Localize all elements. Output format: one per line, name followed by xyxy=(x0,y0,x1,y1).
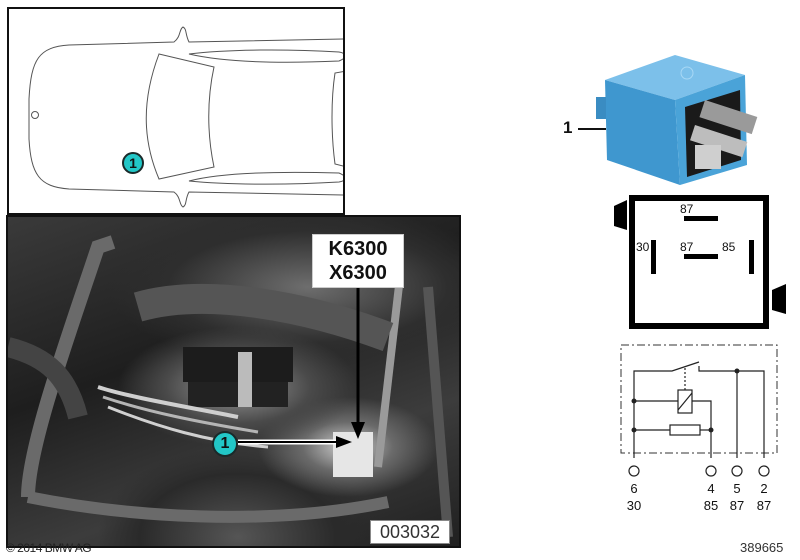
callout-badge-1: 1 xyxy=(122,152,144,174)
callout-badge-1-photo: 1 xyxy=(212,431,238,457)
terminal-designation-85: 85 xyxy=(703,498,719,513)
part-leader-line xyxy=(578,128,606,130)
pin-label-87-top: 87 xyxy=(680,202,694,216)
photo-detail-shapes xyxy=(8,235,453,538)
component-label-k6300: K6300 xyxy=(328,238,388,260)
car-outline-icon xyxy=(28,26,343,208)
terminal-number-4: 4 xyxy=(707,481,715,496)
photo-image-code: 003032 xyxy=(370,520,450,544)
copyright-notice: © 2014 BMW AG xyxy=(6,541,92,555)
terminal-designation-87a: 87 xyxy=(729,498,745,513)
terminal-designation-87b: 87 xyxy=(756,498,772,513)
part-number-label: 1 xyxy=(563,118,573,137)
pin-label-87-center: 87 xyxy=(680,240,694,254)
diagram-reference-code: 389665 xyxy=(740,540,784,555)
pin-label-30: 30 xyxy=(636,240,650,254)
pointer-arrows xyxy=(238,277,365,448)
relay-circuit-schematic xyxy=(620,344,778,477)
terminal-number-5: 5 xyxy=(733,481,741,496)
relay-part-icon xyxy=(596,55,758,185)
pin-label-85: 85 xyxy=(722,240,736,254)
terminal-number-6: 6 xyxy=(630,481,638,496)
component-label-box: K6300 X6300 xyxy=(312,234,404,288)
relay-pin-layout-diagram xyxy=(614,195,786,329)
engine-bay-photo: K6300 X6300 1 003032 xyxy=(6,215,461,548)
vehicle-location-overview: 1 xyxy=(7,7,345,215)
terminal-number-2: 2 xyxy=(760,481,768,496)
terminal-designation-30: 30 xyxy=(626,498,642,513)
component-label-x6300: X6300 xyxy=(329,262,387,284)
